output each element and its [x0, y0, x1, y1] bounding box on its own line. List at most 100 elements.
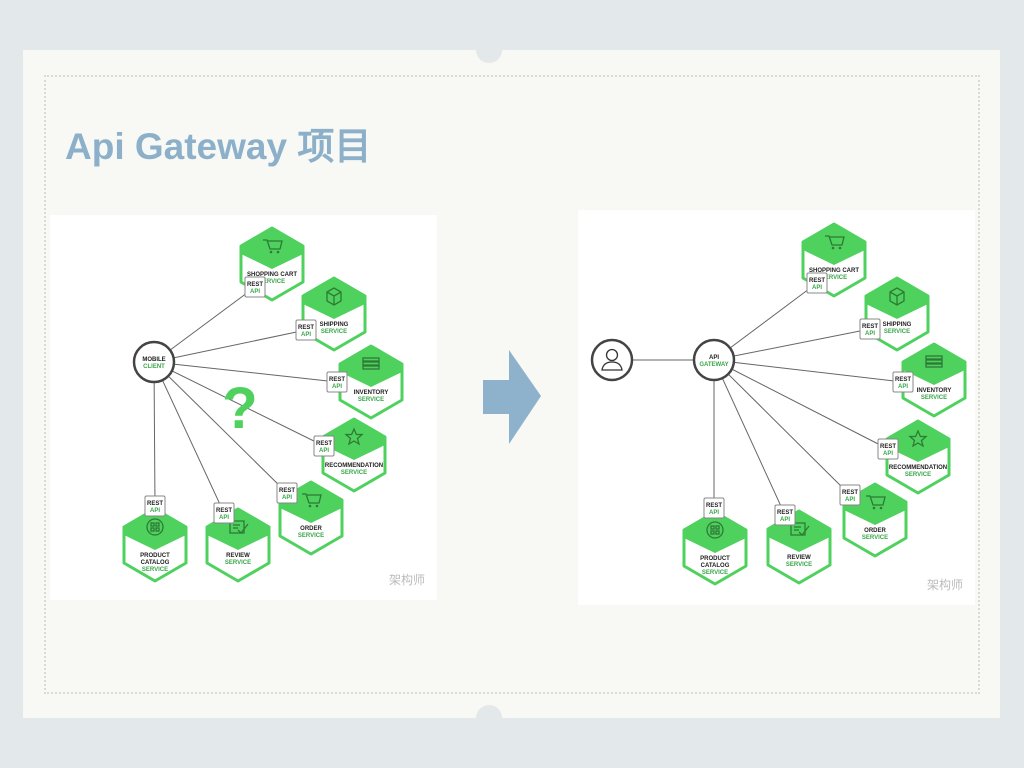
- service-subtitle: SERVICE: [358, 397, 384, 403]
- box: [326, 287, 342, 306]
- rest-label: REST: [862, 324, 878, 330]
- doc: [229, 520, 249, 534]
- ring: [706, 521, 724, 539]
- service-subtitle: SERVICE: [884, 329, 910, 335]
- user-head: [605, 348, 619, 362]
- rest-label: REST: [279, 488, 295, 494]
- cell: [710, 525, 715, 530]
- diagram-left-svg: ?SHOPPING CARTSERVICESHIPPINGSERVICEINVE…: [122, 226, 425, 587]
- order-cart-icon: [302, 493, 322, 508]
- cart-icon: [825, 235, 845, 250]
- service-subtitle: SERVICE: [921, 395, 947, 401]
- wheel: [308, 504, 312, 508]
- hub-circle: [692, 338, 736, 382]
- watermark: 架构师: [927, 577, 963, 592]
- rest-label: REST: [895, 377, 911, 383]
- user-icon: [590, 338, 634, 382]
- service-name: RECOMMENDATION: [325, 463, 383, 469]
- catalog-icon: [706, 521, 724, 539]
- service-name: CATALOG: [141, 560, 170, 566]
- cart-body: [302, 493, 322, 504]
- service-name: SHOPPING CART: [247, 272, 297, 278]
- service-subtitle: SERVICE: [821, 275, 847, 281]
- rest-api-box: [774, 504, 796, 526]
- rest-label: REST: [706, 503, 722, 509]
- service-subtitle: SERVICE: [862, 535, 888, 541]
- rest-label: REST: [216, 508, 232, 514]
- rest-label: REST: [247, 282, 263, 288]
- rest-label: REST: [298, 325, 314, 331]
- stack-icon: [925, 355, 943, 368]
- connection-line: [713, 328, 871, 361]
- cell: [150, 522, 155, 527]
- user-body: [601, 361, 623, 371]
- api-label: API: [865, 331, 875, 337]
- service-subtitle: SERVICE: [321, 329, 347, 335]
- star: [344, 427, 364, 446]
- service-subtitle: SERVICE: [905, 472, 931, 478]
- service-subtitle: SERVICE: [786, 562, 812, 568]
- rest-api-box: [892, 371, 914, 393]
- rest-api-box: [877, 438, 899, 460]
- service-name: INVENTORY: [917, 388, 952, 394]
- rest-label: REST: [880, 444, 896, 450]
- layer: [925, 363, 943, 368]
- hub-label: API: [709, 355, 719, 361]
- dotted-frame: [44, 75, 980, 694]
- wheel: [315, 504, 319, 508]
- slide-title: Api Gateway 项目: [65, 126, 372, 167]
- service-name: SHOPPING CART: [809, 268, 859, 274]
- service-subtitle: SERVICE: [702, 570, 728, 576]
- service-name: REVIEW: [226, 553, 250, 559]
- cart-icon: [263, 239, 283, 254]
- rest-api-box: [244, 276, 266, 298]
- api-label: API: [898, 384, 908, 390]
- doc: [790, 522, 810, 536]
- package-icon: [889, 287, 905, 306]
- hub-label: MOBILE: [142, 357, 165, 363]
- rest-label: REST: [147, 501, 163, 507]
- connection-line: [713, 359, 786, 516]
- rest-api-box: [326, 371, 348, 393]
- api-label: API: [883, 451, 893, 457]
- box: [889, 287, 905, 306]
- wheel: [276, 250, 280, 254]
- diagram-right-svg: SHOPPING CARTSERVICESHIPPINGSERVICEINVEN…: [590, 222, 967, 592]
- connection-line: [153, 361, 288, 494]
- cell: [710, 530, 715, 535]
- service-name: INVENTORY: [354, 390, 389, 396]
- service-name: ORDER: [300, 526, 322, 532]
- service-name: SHIPPING: [320, 322, 349, 328]
- rest-api-box: [313, 435, 335, 457]
- connection-line: [713, 359, 889, 450]
- service-hexagon-top: [124, 509, 186, 550]
- watermark: 架构师: [389, 572, 425, 587]
- rest-api-box: [295, 319, 317, 341]
- cell: [715, 530, 720, 535]
- wheel: [831, 246, 835, 250]
- layer: [362, 357, 380, 362]
- rest-api-box: [839, 484, 861, 506]
- connection-line: [713, 359, 851, 496]
- star-icon: [908, 429, 928, 448]
- service-subtitle: SERVICE: [142, 567, 168, 573]
- catalog-icon: [146, 518, 164, 536]
- connection-line: [713, 359, 904, 383]
- cart-body: [825, 235, 845, 246]
- review-icon: [229, 520, 249, 534]
- cart-body: [263, 239, 283, 250]
- cell: [715, 525, 720, 530]
- service-name: REVIEW: [787, 555, 811, 561]
- api-label: API: [301, 332, 311, 338]
